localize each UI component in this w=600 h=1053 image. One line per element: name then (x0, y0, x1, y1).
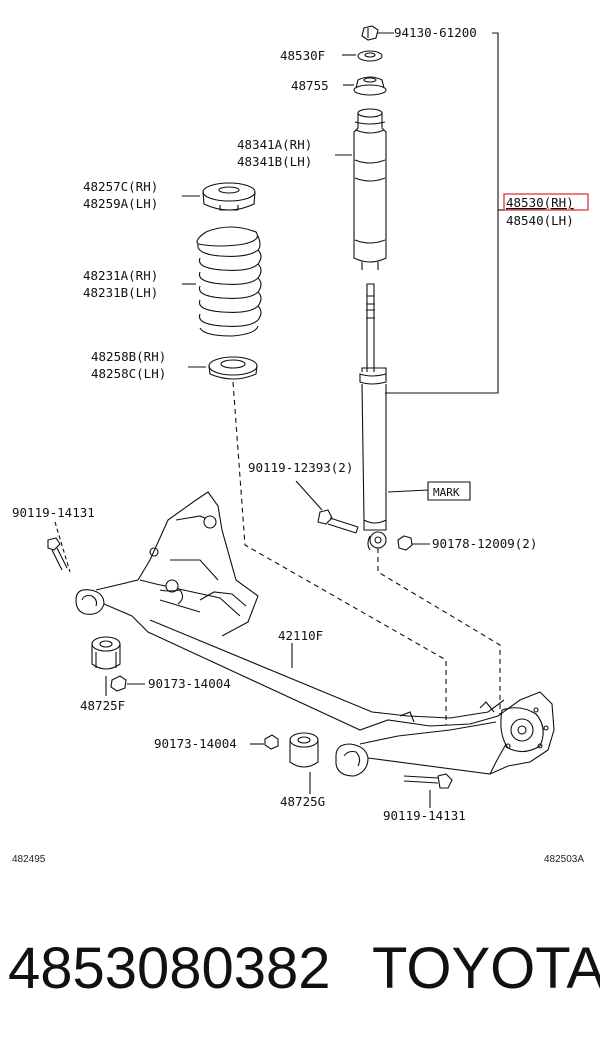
mark-callout (427, 481, 471, 501)
bolt-shock-icon (317, 509, 359, 534)
label-beam: 42110F (278, 628, 323, 643)
label-spring-lh: 48231B(LH) (83, 285, 158, 300)
label-bushing-left: 48725F (80, 698, 125, 713)
spring-seat-upper-icon (202, 182, 256, 211)
label-seat-lower-rh: 48258B(RH) (91, 349, 166, 364)
label-mark: MARK (433, 486, 460, 499)
label-washer: 48530F (280, 48, 325, 63)
leader-bolt-shock (295, 480, 323, 511)
mark-leader (387, 489, 429, 493)
spring-seat-lower-icon (208, 356, 258, 380)
shock-absorber-icon (359, 283, 387, 551)
part-number-text: 4853080382 (8, 936, 331, 1001)
brand-text: TOYOTA (372, 936, 600, 1001)
label-seat-upper-lh: 48259A(LH) (83, 196, 158, 211)
nut-right-icon (264, 734, 279, 750)
label-spring-rh: 48231A(RH) (83, 268, 158, 283)
label-nut-top: 94130-61200 (394, 25, 477, 40)
label-bolt-left: 90119-14131 (12, 505, 95, 520)
coil-spring-icon (196, 226, 262, 337)
bolt-right-icon (403, 773, 453, 789)
highlight-box (503, 193, 589, 211)
ref-right: 482503A (544, 854, 584, 865)
label-seat-lower-lh: 48258C(LH) (91, 366, 166, 381)
ref-left: 482495 (12, 854, 46, 865)
dashed-line-spring (232, 381, 447, 725)
label-insulator: 48755 (291, 78, 329, 93)
leader-bolt-left (54, 521, 71, 573)
washer-icon (357, 50, 383, 62)
dashed-line-shock (377, 548, 501, 715)
bolt-left-icon (47, 537, 68, 571)
label-absorber-rh[interactable]: 48530(RH) (506, 195, 574, 210)
torsion-beam-icon (75, 491, 555, 777)
label-bump-lh: 48341B(LH) (237, 154, 312, 169)
nut-top-icon (361, 25, 379, 41)
bushing-right-icon (289, 732, 319, 768)
footer: 4853080382 TOYOTA (0, 930, 600, 1020)
leader-bracket (385, 32, 499, 394)
bump-boot-icon (353, 108, 387, 270)
label-nut-shock: 90178-12009(2) (432, 536, 537, 551)
parts-diagram: 94130-61200 48530F 48755 48341A(RH) 4834… (12, 25, 589, 865)
label-bushing-right: 48725G (280, 794, 325, 809)
label-absorber-lh: 48540(LH) (506, 213, 574, 228)
nut-left-icon (110, 675, 127, 692)
label-bolt-shock: 90119-12393(2) (248, 460, 353, 475)
label-nut-right: 90173-14004 (154, 736, 237, 751)
label-seat-upper-rh: 48257C(RH) (83, 179, 158, 194)
nut-shock-icon (397, 535, 413, 551)
label-bump-rh: 48341A(RH) (237, 137, 312, 152)
insulator-icon (353, 76, 387, 96)
bushing-left-icon (91, 636, 121, 670)
label-nut-left: 90173-14004 (148, 676, 231, 691)
label-bolt-right: 90119-14131 (383, 808, 466, 823)
